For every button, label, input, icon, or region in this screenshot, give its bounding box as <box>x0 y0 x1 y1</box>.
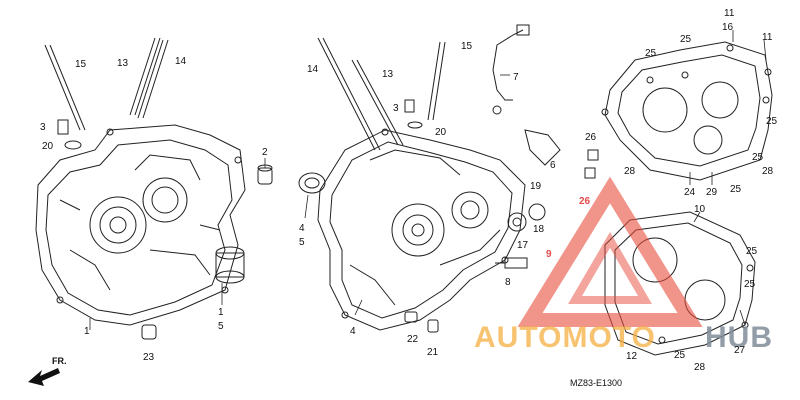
callout-label: 4 <box>350 326 356 337</box>
callout-label: 6 <box>550 160 556 171</box>
callout-label: 20 <box>42 141 54 152</box>
cover-gasket-upper <box>601 41 773 181</box>
callout-label: 10 <box>694 204 706 215</box>
right-crankcase <box>317 128 526 331</box>
watermark-text-b: HUB <box>705 321 773 354</box>
left-crankcase <box>35 124 246 326</box>
callout-label: 26 <box>579 196 591 207</box>
callout-label: 9 <box>546 249 552 260</box>
callout-label: 8 <box>505 277 511 288</box>
callout-label: 12 <box>626 351 638 362</box>
callout-label: 15 <box>461 41 473 52</box>
callout-label: 1 <box>84 326 90 337</box>
callout-label: 5 <box>218 321 224 332</box>
watermark: AUTOMOTO HUB <box>474 176 773 354</box>
callout-label: 5 <box>299 237 305 248</box>
callout-label: 27 <box>734 345 746 356</box>
callout-label: 17 <box>517 240 529 251</box>
callout-label: 23 <box>143 352 155 363</box>
callout-label: 20 <box>435 127 447 138</box>
callout-label: 28 <box>694 362 706 373</box>
callout-label: 25 <box>680 34 692 45</box>
callout-label: 3 <box>40 122 46 133</box>
callout-label: 21 <box>427 347 439 358</box>
callout-label: 16 <box>722 22 734 33</box>
callout-label: 7 <box>513 72 519 83</box>
callout-label: 25 <box>766 116 778 127</box>
front-mark: FR. <box>52 356 67 366</box>
callout-label: 29 <box>706 187 718 198</box>
callout-label: 24 <box>684 187 696 198</box>
callout-label: 25 <box>752 152 764 163</box>
left-studs <box>44 37 169 131</box>
callout-label: 26 <box>585 132 597 143</box>
callout-label: 19 <box>530 181 542 192</box>
callout-labels: 15 13 14 3 20 2 1 1 5 23 14 13 15 3 20 7… <box>40 8 778 373</box>
callout-label: 14 <box>175 56 187 67</box>
diagram-code: MZ83-E1300 <box>570 378 622 388</box>
callout-label: 28 <box>624 166 636 177</box>
callout-label: 2 <box>262 147 268 158</box>
callout-label: 22 <box>407 334 419 345</box>
callout-label: 11 <box>762 32 773 43</box>
callout-label: 14 <box>307 64 319 75</box>
watermark-text: AUTOMOTO <box>474 321 656 354</box>
callout-label: 13 <box>382 69 394 80</box>
callout-label: 28 <box>762 166 774 177</box>
callout-label: 15 <box>75 59 87 70</box>
front-direction-arrow-icon: FR. <box>28 356 67 386</box>
callout-label: 11 <box>724 8 735 19</box>
callout-label: 25 <box>746 246 758 257</box>
callout-label: 1 <box>218 307 224 318</box>
callout-label: 13 <box>117 58 129 69</box>
callout-label: 3 <box>393 103 399 114</box>
callout-label: 18 <box>533 224 545 235</box>
callout-label: 25 <box>674 350 686 361</box>
callout-label: 4 <box>299 223 305 234</box>
callout-label: 25 <box>730 184 742 195</box>
callout-label: 25 <box>645 48 657 59</box>
callout-label: 25 <box>744 279 756 290</box>
